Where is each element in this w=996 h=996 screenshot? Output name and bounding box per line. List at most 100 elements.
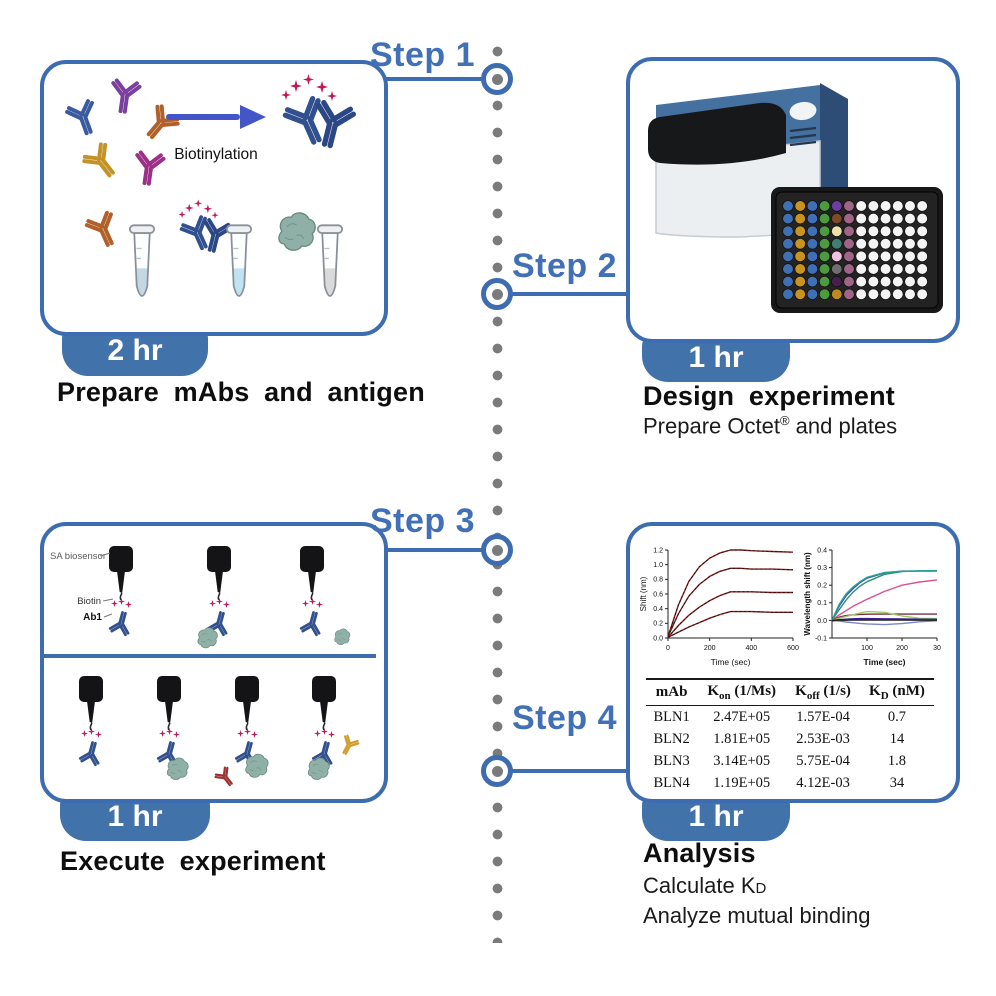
plate-well	[916, 238, 928, 250]
svg-text:0.2: 0.2	[653, 621, 663, 628]
panel2-illustration	[648, 83, 943, 313]
subcaption-step4-line2: Analyze mutual binding	[643, 903, 871, 928]
plate-well	[904, 288, 916, 300]
kinetics-table-cell: 14	[889, 730, 905, 747]
plate-well	[806, 200, 819, 212]
plate-well	[806, 225, 819, 237]
panel3-divider	[44, 654, 376, 658]
plate-well	[782, 212, 794, 225]
plate-well	[794, 200, 806, 212]
plate-well	[782, 238, 794, 250]
subcaption-step2: Prepare Octet® and plates	[643, 413, 897, 439]
svg-text:0.0: 0.0	[653, 635, 663, 642]
timeline-node-step4	[481, 755, 513, 787]
plate-well	[916, 212, 928, 225]
connector-step4	[512, 769, 628, 773]
plate-well	[794, 288, 806, 300]
biotinylated-ab1-icon	[110, 598, 133, 635]
sa-biosensor-label: SA biosensor	[50, 551, 106, 562]
kinetics-table-cell: 1.81E+05	[713, 730, 771, 747]
tube-icon	[225, 224, 253, 297]
chart-series-conc-1	[667, 549, 794, 637]
plate-well	[855, 288, 867, 300]
kinetics-table-cell: 1.19E+05	[713, 774, 771, 791]
plate-well	[879, 200, 892, 212]
plate-well	[892, 250, 904, 262]
caption-step1: Prepare mAbs and antigen	[57, 377, 425, 407]
plate-well	[806, 288, 819, 300]
plate-well	[818, 200, 831, 212]
kinetics-table-cell: 5.75E-04	[796, 752, 850, 769]
plate-well	[843, 238, 855, 250]
plate-well	[818, 275, 831, 288]
antibody-cluster-icon	[64, 78, 182, 188]
plate-well	[806, 212, 819, 225]
plate-well	[904, 212, 916, 225]
biosensor-icon	[108, 546, 134, 600]
biotinylation-label: Biotinylation	[174, 146, 258, 163]
sample-row	[83, 199, 344, 297]
svg-text:Wavelength shift (nm): Wavelength shift (nm)	[803, 552, 812, 636]
plate-well	[867, 275, 879, 288]
plate-well	[916, 263, 928, 275]
subcaption-step2-post: and plates	[789, 413, 898, 439]
plate-well	[831, 250, 843, 262]
svg-text:0: 0	[666, 645, 670, 652]
plate-well	[904, 263, 916, 275]
plate-well	[892, 212, 904, 225]
calculate-kd-pre: Calculate K	[643, 873, 756, 898]
kinetics-table-cell: 34	[889, 774, 905, 791]
biotinylated-ab1-icon	[301, 598, 324, 635]
plate-well	[855, 200, 867, 212]
antigen-icon	[334, 628, 351, 646]
plate-well	[867, 212, 879, 225]
plate-well	[794, 263, 806, 275]
kinetics-table-cell: BLN1	[653, 708, 690, 725]
plate-well	[879, 225, 892, 237]
chart-series-conc-4	[667, 610, 793, 638]
plate-well	[855, 212, 867, 225]
plate-well	[879, 288, 892, 300]
plate-well	[916, 225, 928, 237]
plate-well	[855, 275, 867, 288]
plate-well	[782, 225, 794, 237]
kinetics-table-cell: BLN4	[653, 774, 690, 791]
plate-well	[818, 212, 831, 225]
timeline-node-step1	[481, 63, 513, 95]
biotinylated-mab-icon	[281, 74, 354, 149]
svg-text:600: 600	[787, 645, 799, 652]
biosensor-association-group	[197, 546, 232, 649]
kinetics-table-cell: 0.7	[887, 708, 907, 725]
biotinylated-ab1-icon	[80, 728, 103, 765]
step3-label: Step 3	[370, 502, 476, 540]
plate-well	[892, 263, 904, 275]
plate-well	[879, 263, 892, 275]
plate-well	[843, 288, 855, 300]
kinetics-table-header: KD (nM)	[869, 683, 925, 702]
kinetics-table-cell: 2.47E+05	[713, 708, 771, 725]
kinetics-table-cell: BLN2	[653, 730, 690, 747]
kinetics-table-header: mAb	[655, 684, 688, 700]
biosensor-icon	[234, 676, 260, 730]
plate-well	[892, 200, 904, 212]
connector-step1	[374, 77, 482, 81]
plate-well	[879, 275, 892, 288]
svg-text:0.3: 0.3	[817, 565, 827, 572]
biosensor-icon	[311, 676, 337, 730]
biotin-label: Biotin	[77, 596, 101, 607]
kinetics-table-header: Kon (1/Ms)	[707, 683, 777, 702]
connector-step3	[374, 548, 482, 552]
svg-text:Time (sec): Time (sec)	[711, 657, 751, 667]
step2-label: Step 2	[512, 247, 618, 285]
plate-well	[818, 250, 831, 262]
plate-well	[794, 225, 806, 237]
chart-series-binder-teal	[831, 570, 937, 621]
plate-well	[843, 250, 855, 262]
plate-well	[879, 238, 892, 250]
plate-well	[806, 263, 819, 275]
